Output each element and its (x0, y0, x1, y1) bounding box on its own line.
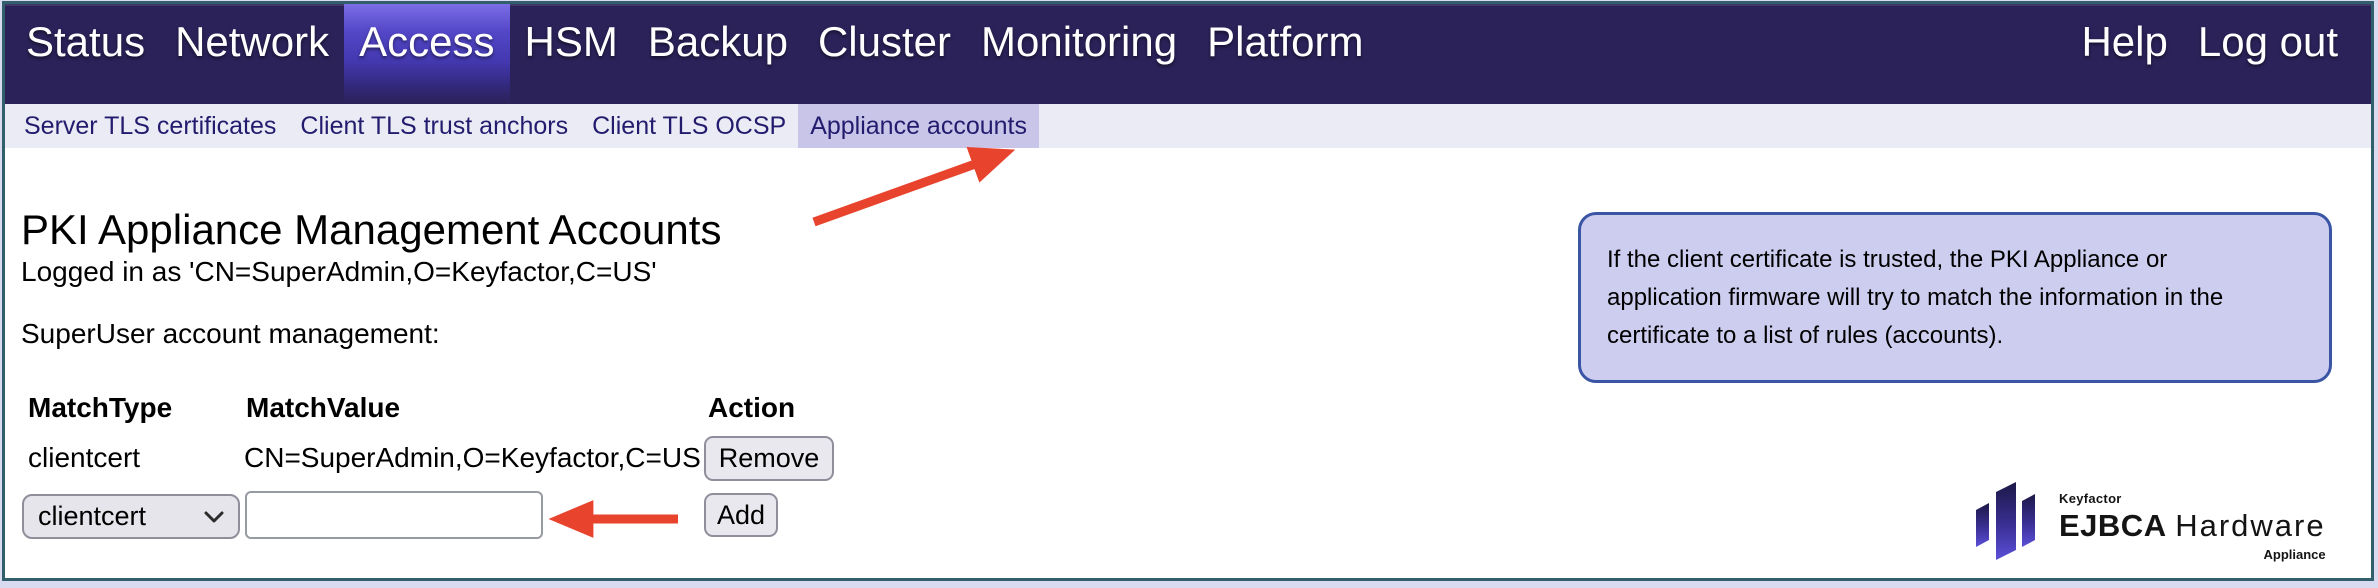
top-navigation-bar: Status Network Access HSM Backup Cluster… (5, 4, 2371, 104)
nav-item-help[interactable]: Help (2081, 18, 2168, 65)
remove-button[interactable]: Remove (704, 436, 834, 481)
nav-item-network[interactable]: Network (175, 18, 330, 65)
logo-brand-name: Keyfactor (2059, 491, 2122, 506)
logo-subtitle: Appliance (2263, 547, 2326, 562)
section-label: SuperUser account management: (21, 318, 440, 349)
info-box: If the client certificate is trusted, th… (1578, 212, 2332, 383)
nav-item-hsm[interactable]: HSM (524, 18, 618, 65)
table-row-matchtype: clientcert (28, 442, 141, 473)
logged-in-text: Logged in as 'CN=SuperAdmin,O=Keyfactor,… (21, 256, 657, 287)
keyfactor-ejbca-logo: Keyfactor EJBCA Hardware Appliance (1976, 482, 2326, 562)
nav-item-platform[interactable]: Platform (1207, 18, 1364, 65)
matchtype-select-value: clientcert (38, 501, 147, 531)
subnav-item-client-tls-trust-anchors[interactable]: Client TLS trust anchors (300, 111, 569, 140)
logo-product-regular: Hardware (2175, 508, 2326, 543)
column-header-action: Action (708, 392, 796, 423)
nav-right-group: Help Log out (2066, 4, 2353, 104)
logo-text: Keyfactor EJBCA Hardware Appliance (2059, 482, 2326, 562)
column-header-matchtype: MatchType (28, 392, 173, 423)
keyfactor-logo-icon (1976, 482, 2035, 560)
info-box-line: If the client certificate is trusted, th… (1607, 246, 2168, 273)
nav-item-status[interactable]: Status (26, 18, 146, 65)
column-header-matchvalue: MatchValue (246, 392, 401, 423)
info-box-line: certificate to a list of rules (accounts… (1607, 322, 2004, 349)
access-sub-navigation: Server TLS certificates Client TLS trust… (5, 104, 2371, 148)
nav-item-cluster[interactable]: Cluster (817, 18, 951, 65)
matchvalue-input[interactable] (245, 491, 543, 539)
page-title: PKI Appliance Management Accounts (21, 206, 722, 253)
logo-product-name: EJBCA Hardware (2059, 508, 2326, 544)
subnav-item-appliance-accounts[interactable]: Appliance accounts (798, 104, 1039, 148)
info-box-line: application firmware will try to match t… (1607, 284, 2224, 311)
chevron-down-icon (204, 511, 224, 523)
nav-item-logout[interactable]: Log out (2197, 18, 2338, 65)
subnav-item-server-tls-certificates[interactable]: Server TLS certificates (24, 111, 277, 140)
matchtype-select[interactable]: clientcert (22, 494, 240, 539)
subnav-item-client-tls-ocsp[interactable]: Client TLS OCSP (592, 111, 787, 140)
nav-item-monitoring[interactable]: Monitoring (980, 18, 1178, 65)
table-row-matchvalue: CN=SuperAdmin,O=Keyfactor,C=US (244, 442, 701, 473)
logo-product-bold: EJBCA (2059, 508, 2167, 543)
add-button[interactable]: Add (704, 493, 778, 537)
nav-item-access[interactable]: Access (344, 4, 510, 104)
nav-item-backup[interactable]: Backup (647, 18, 788, 65)
